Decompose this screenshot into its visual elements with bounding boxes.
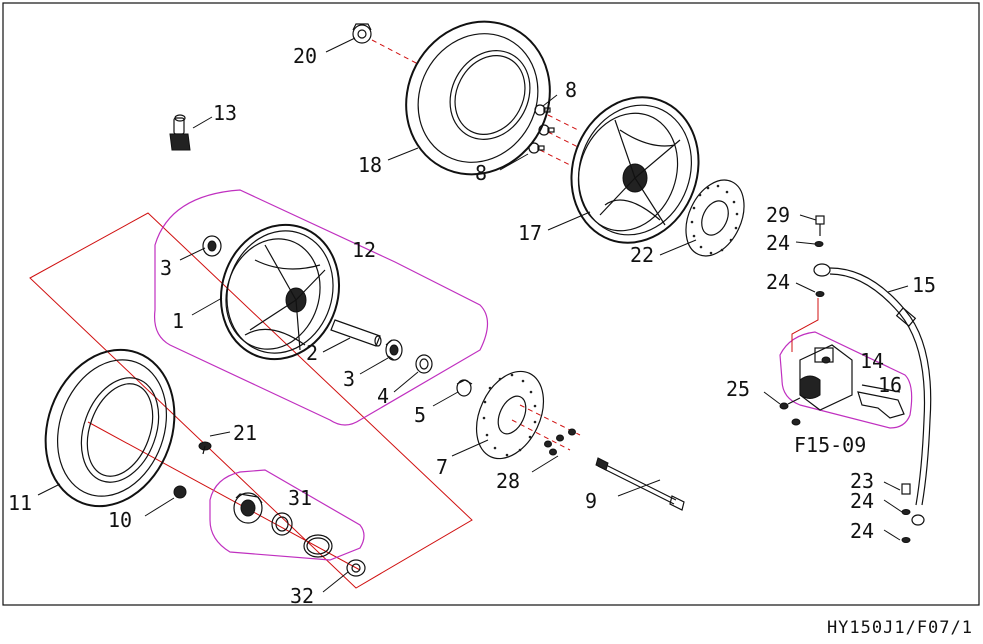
group-outline-14	[779, 331, 913, 429]
part-29-banjo-bolt	[814, 215, 825, 247]
part-25-bolt	[779, 397, 801, 410]
callout-3-upper: 3	[160, 256, 172, 280]
part-4-washer	[415, 354, 433, 374]
part-31-washer	[271, 512, 293, 536]
front-wheel-assembly-outline	[29, 212, 473, 589]
part-20-nut	[352, 23, 372, 44]
callout-10: 10	[108, 508, 132, 532]
part-15-brake-hose	[813, 263, 932, 506]
part-21-screw	[198, 441, 212, 455]
callout-24-d: 24	[850, 519, 874, 543]
callout-31: 31	[288, 486, 312, 510]
part-9-axle	[595, 457, 685, 511]
dash-20	[371, 39, 419, 65]
leader-lines	[37, 37, 909, 593]
callout-24-a: 24	[766, 231, 790, 255]
part-28-bolts	[544, 428, 576, 456]
callout-29: 29	[766, 203, 790, 227]
part-f15-09-bolt	[791, 418, 801, 426]
callout-21: 21	[233, 421, 257, 445]
part-13-valve	[169, 114, 191, 151]
group-outline-31	[209, 469, 365, 561]
part-8-bolts	[528, 104, 555, 154]
part-18-rear-tire	[405, 20, 551, 176]
dash-8a	[547, 114, 579, 131]
part-10-nut	[173, 485, 187, 499]
part-22-rear-disc	[685, 179, 745, 257]
part-17-rear-rim	[570, 96, 700, 244]
callout-18: 18	[358, 153, 382, 177]
part-32-seal	[346, 559, 366, 577]
callout-11: 11	[8, 491, 32, 515]
part-3-bearing-upper	[202, 235, 222, 257]
callout-28: 28	[496, 469, 520, 493]
callout-f15-09: F15-09	[794, 433, 866, 457]
callout-20: 20	[293, 44, 317, 68]
part-16-brake-pad	[857, 384, 905, 419]
callout-16: 16	[878, 373, 902, 397]
part-7-front-disc	[475, 370, 545, 460]
callout-14: 14	[860, 349, 884, 373]
callout-8-top: 8	[565, 78, 577, 102]
callout-7: 7	[436, 455, 448, 479]
dash-8b	[547, 131, 579, 148]
callout-13: 13	[213, 101, 237, 125]
dash-8c	[539, 149, 571, 166]
part-24-washer-upper	[815, 291, 825, 297]
caliper-link	[791, 298, 819, 352]
callout-5: 5	[414, 403, 426, 427]
part-1-front-rim	[219, 223, 341, 361]
group-outline-12	[153, 189, 489, 426]
callout-3-lower: 3	[343, 367, 355, 391]
callout-4: 4	[377, 384, 389, 408]
part-31-gear	[233, 492, 263, 524]
front-tire-axis	[87, 421, 361, 571]
part-31-oring	[303, 534, 333, 558]
callout-22: 22	[630, 243, 654, 267]
diagram-border	[2, 2, 980, 606]
callout-labels: 20 13 18 8 8 17 12 3 1 22 29 24 24 15 2 …	[8, 44, 936, 608]
callout-24-b: 24	[766, 270, 790, 294]
callout-1: 1	[172, 309, 184, 333]
callout-23: 23	[850, 469, 874, 493]
callout-2: 2	[306, 341, 318, 365]
part-24-washer-lower	[901, 514, 925, 543]
part-14-caliper	[799, 344, 853, 411]
part-11-front-tire	[44, 348, 176, 508]
callout-25: 25	[726, 377, 750, 401]
part-23-banjo-bolt	[901, 483, 911, 515]
drawing-code: HY150J1/F07/1	[826, 618, 973, 638]
callout-12: 12	[352, 238, 376, 262]
callout-8-bottom: 8	[475, 161, 487, 185]
callout-15: 15	[912, 273, 936, 297]
callout-9: 9	[585, 489, 597, 513]
callout-17: 17	[518, 221, 542, 245]
part-2-spacer	[330, 319, 382, 347]
part-3-bearing-lower	[385, 339, 403, 361]
dash-28b	[511, 419, 571, 451]
part-5-collar	[456, 379, 473, 397]
callout-24-c: 24	[850, 489, 874, 513]
callout-32: 32	[290, 584, 314, 608]
